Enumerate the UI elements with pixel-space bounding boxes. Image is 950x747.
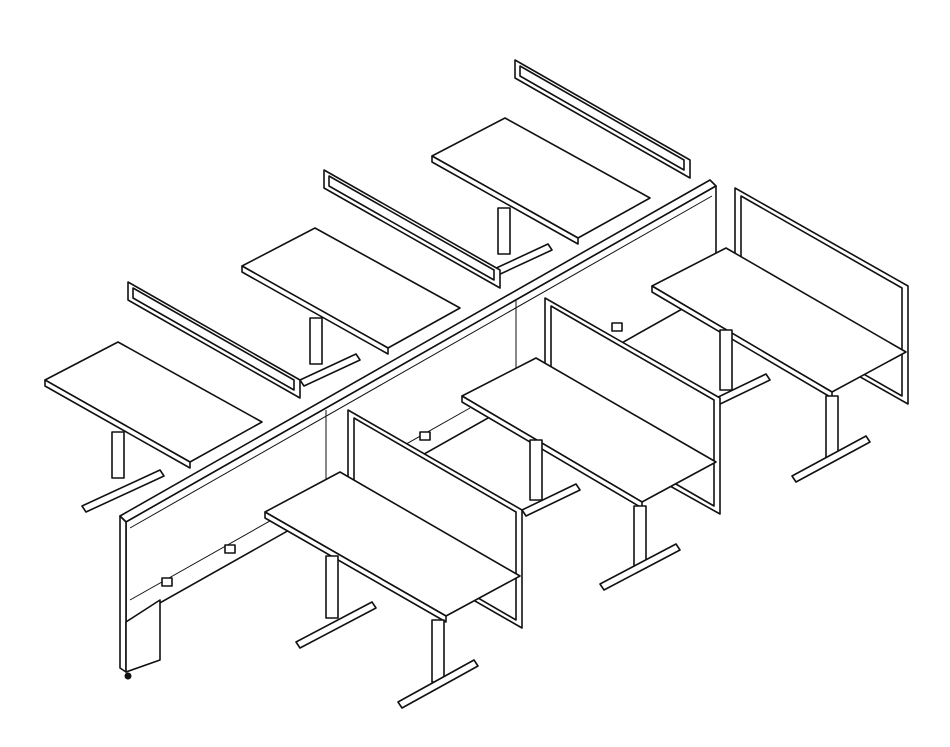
desk-edge [44,379,191,469]
desk-leg [719,329,733,391]
privacy-screen-frame [132,287,295,391]
front-desk-1 [264,409,523,709]
desk-edge [241,265,389,355]
desk-foot [521,483,581,517]
back-desk-1 [44,281,301,513]
front-desk-3 [651,187,909,483]
desk-foot [397,659,479,709]
spine-end-post [119,515,127,673]
desk-foot [791,435,871,483]
desk-foot [295,601,377,649]
power-outlet [419,431,431,441]
privacy-screen-frame [519,65,685,171]
desk-foot [599,543,681,591]
front-desk-2 [461,297,721,591]
power-outlet [161,577,173,587]
desk-foot [81,469,165,513]
back-desk-3 [431,59,691,277]
desk-leg [309,317,323,365]
spine-end-leg [125,599,161,673]
leveling-glide [124,672,132,680]
desk-leg [825,395,839,459]
desk-leg [111,431,125,479]
desk-leg [529,439,543,501]
desk-foot [299,353,361,387]
privacy-screen-frame [328,175,495,281]
desk-leg [497,207,511,255]
spine-trim [129,195,713,529]
desk-leg [633,505,647,569]
desk-edge [264,511,447,623]
desk-edge [431,155,579,245]
desk-leg [431,619,445,683]
power-outlet [611,322,623,332]
power-outlet [224,544,236,554]
back-desk-2 [241,169,501,387]
desk-leg [325,555,339,619]
